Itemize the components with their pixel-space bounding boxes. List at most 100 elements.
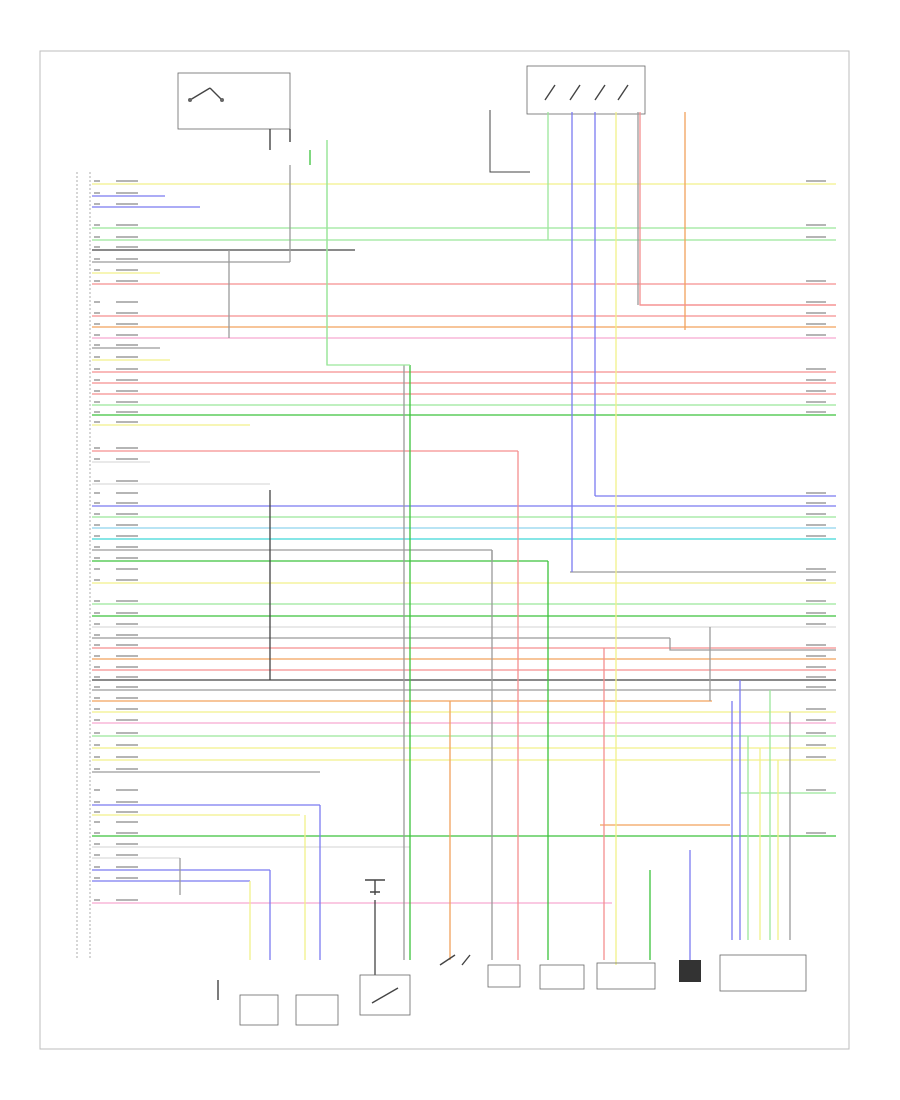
wire-label-mark-29 [116,535,138,537]
wire-label-mark-16 [116,368,138,370]
pin-label-mark-45 [94,719,100,721]
pin-label-mark-46 [94,732,100,734]
wire-label-mark-34 [116,600,138,602]
pin-label-mark-44 [94,708,100,710]
wire-label-mark-38 [116,644,138,646]
right-label-mark-13 [806,334,826,336]
pin-label-mark-24 [94,480,100,482]
wire-label-mark-31 [116,557,138,559]
wire-label-mark-36 [116,623,138,625]
pin-label-mark-22 [94,447,100,449]
wire-jog-3 [326,140,410,366]
right-label-mark-4 [806,224,826,226]
pin-label-mark-6 [94,246,100,248]
pin-label-mark-9 [94,280,100,282]
wire-label-mark-59 [116,821,138,823]
wire-label-mark-47 [116,744,138,746]
right-label-mark-44 [806,708,826,710]
wire-label-mark-49 [116,768,138,770]
right-label-mark-47 [806,744,826,746]
pin-label-mark-18 [94,390,100,392]
pin-label-mark-26 [94,502,100,504]
component-box-8 [719,954,807,992]
wire-label-mark-14 [116,344,138,346]
wire-label-mark-17 [116,379,138,381]
wire-label-mark-52 [116,811,138,813]
vertical-wires [179,110,836,975]
wire-label-mark-28 [116,524,138,526]
pin-label-mark-25 [94,492,100,494]
pin-label-mark-3 [94,203,100,205]
right-label-mark-35 [806,612,826,614]
pin-label-mark-39 [94,655,100,657]
right-label-mark-10 [806,301,826,303]
wire-label-mark-39 [116,655,138,657]
pin-label-mark-40 [94,666,100,668]
wire-label-mark-5 [116,236,138,238]
component-box-6 [596,962,656,990]
wire-label-mark-57 [116,877,138,879]
wire-label-mark-37 [116,634,138,636]
bottom-components [217,879,807,1026]
pin-label-mark-49 [94,768,100,770]
wire-label-mark-21 [116,421,138,423]
right-label-mark-1 [806,180,826,182]
pin-label-mark-2 [94,192,100,194]
right-label-mark-9 [806,280,826,282]
wire-label-mark-4 [116,224,138,226]
pin-label-mark-47 [94,744,100,746]
wire-label-mark-20 [116,411,138,413]
component-box-3 [359,974,411,1016]
pin-label-mark-48 [94,756,100,758]
right-label-mark-32 [806,568,826,570]
pin-label-mark-35 [94,612,100,614]
right-label-mark-53 [806,832,826,834]
wire-label-mark-7 [116,258,138,260]
pin-label-mark-21 [94,421,100,423]
component-box-7 [679,960,701,982]
wire-label-mark-24 [116,480,138,482]
wire-label-mark-50 [116,789,138,791]
right-label-mark-48 [806,756,826,758]
pin-label-mark-31 [94,557,100,559]
pin-label-mark-51 [94,801,100,803]
pin-label-mark-43 [94,697,100,699]
right-label-mark-12 [806,323,826,325]
wire-label-mark-25 [116,492,138,494]
right-label-mark-11 [806,312,826,314]
wire-label-mark-8 [116,269,138,271]
wire-label-mark-10 [116,301,138,303]
ecm-connector-column [76,172,91,958]
component-box-4 [487,964,521,988]
right-label-mark-29 [806,535,826,537]
pin-label-mark-36 [94,623,100,625]
label-marks [94,180,826,901]
wire-label-mark-56 [116,866,138,868]
pin-label-mark-16 [94,368,100,370]
wire-label-mark-45 [116,719,138,721]
wire-label-mark-48 [116,756,138,758]
pin-label-mark-52 [94,811,100,813]
wire-label-mark-30 [116,546,138,548]
right-label-mark-20 [806,411,826,413]
pin-label-mark-15 [94,356,100,358]
wire-label-mark-19 [116,401,138,403]
right-label-mark-38 [806,644,826,646]
right-label-mark-33 [806,579,826,581]
wire-label-mark-46 [116,732,138,734]
pin-label-mark-17 [94,379,100,381]
pin-label-mark-13 [94,334,100,336]
pin-label-mark-37 [94,634,100,636]
right-label-mark-17 [806,379,826,381]
pin-label-mark-8 [94,269,100,271]
pin-label-mark-1 [94,180,100,182]
pin-label-mark-4 [94,224,100,226]
wire-label-mark-23 [116,458,138,460]
component-box-2 [295,994,339,1026]
right-label-mark-18 [806,390,826,392]
pin-label-mark-55 [94,854,100,856]
right-label-mark-46 [806,732,826,734]
pin-label-mark-12 [94,323,100,325]
pin-label-mark-42 [94,686,100,688]
wire-jog-5 [489,110,530,173]
